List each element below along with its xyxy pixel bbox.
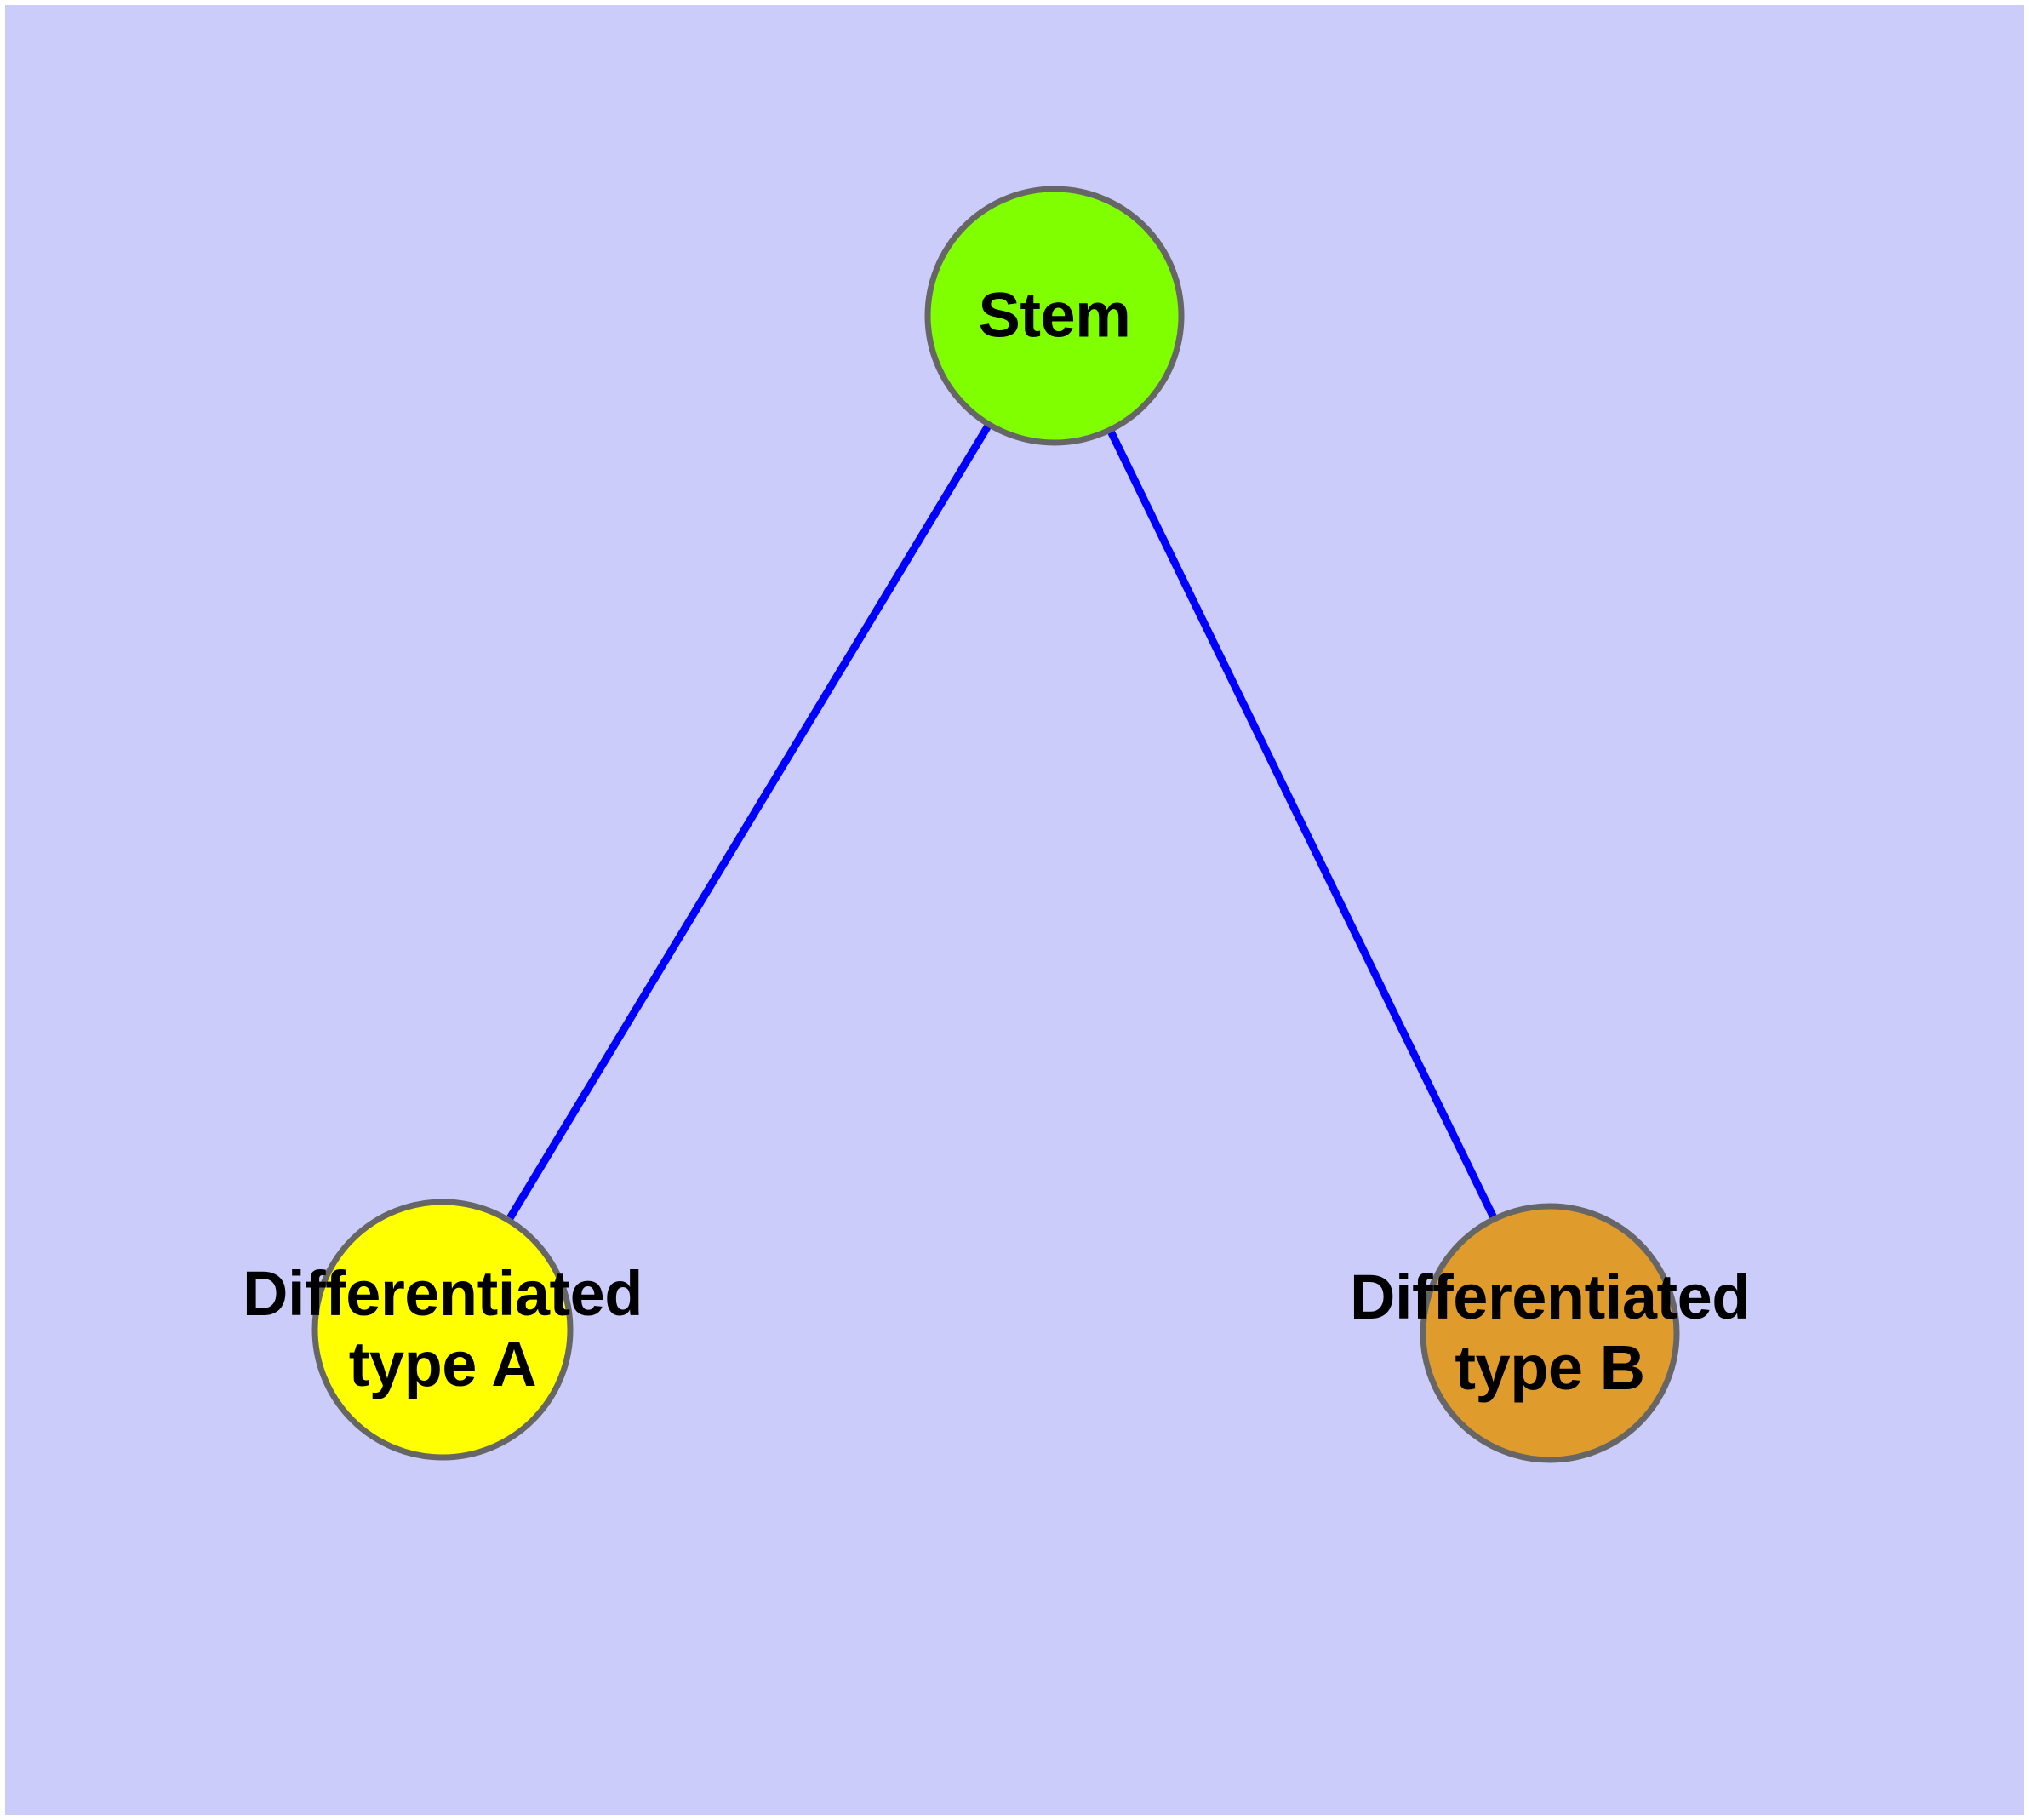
- edge-layer: [504, 421, 1499, 1224]
- node-layer: [311, 186, 1680, 1463]
- graph-edge[interactable]: [1106, 426, 1499, 1222]
- graph-node-diff_b[interactable]: [1420, 1203, 1680, 1463]
- graph-node-stem[interactable]: [924, 186, 1185, 446]
- graph-node-diff_a[interactable]: [311, 1199, 574, 1461]
- graph-edge[interactable]: [504, 421, 993, 1224]
